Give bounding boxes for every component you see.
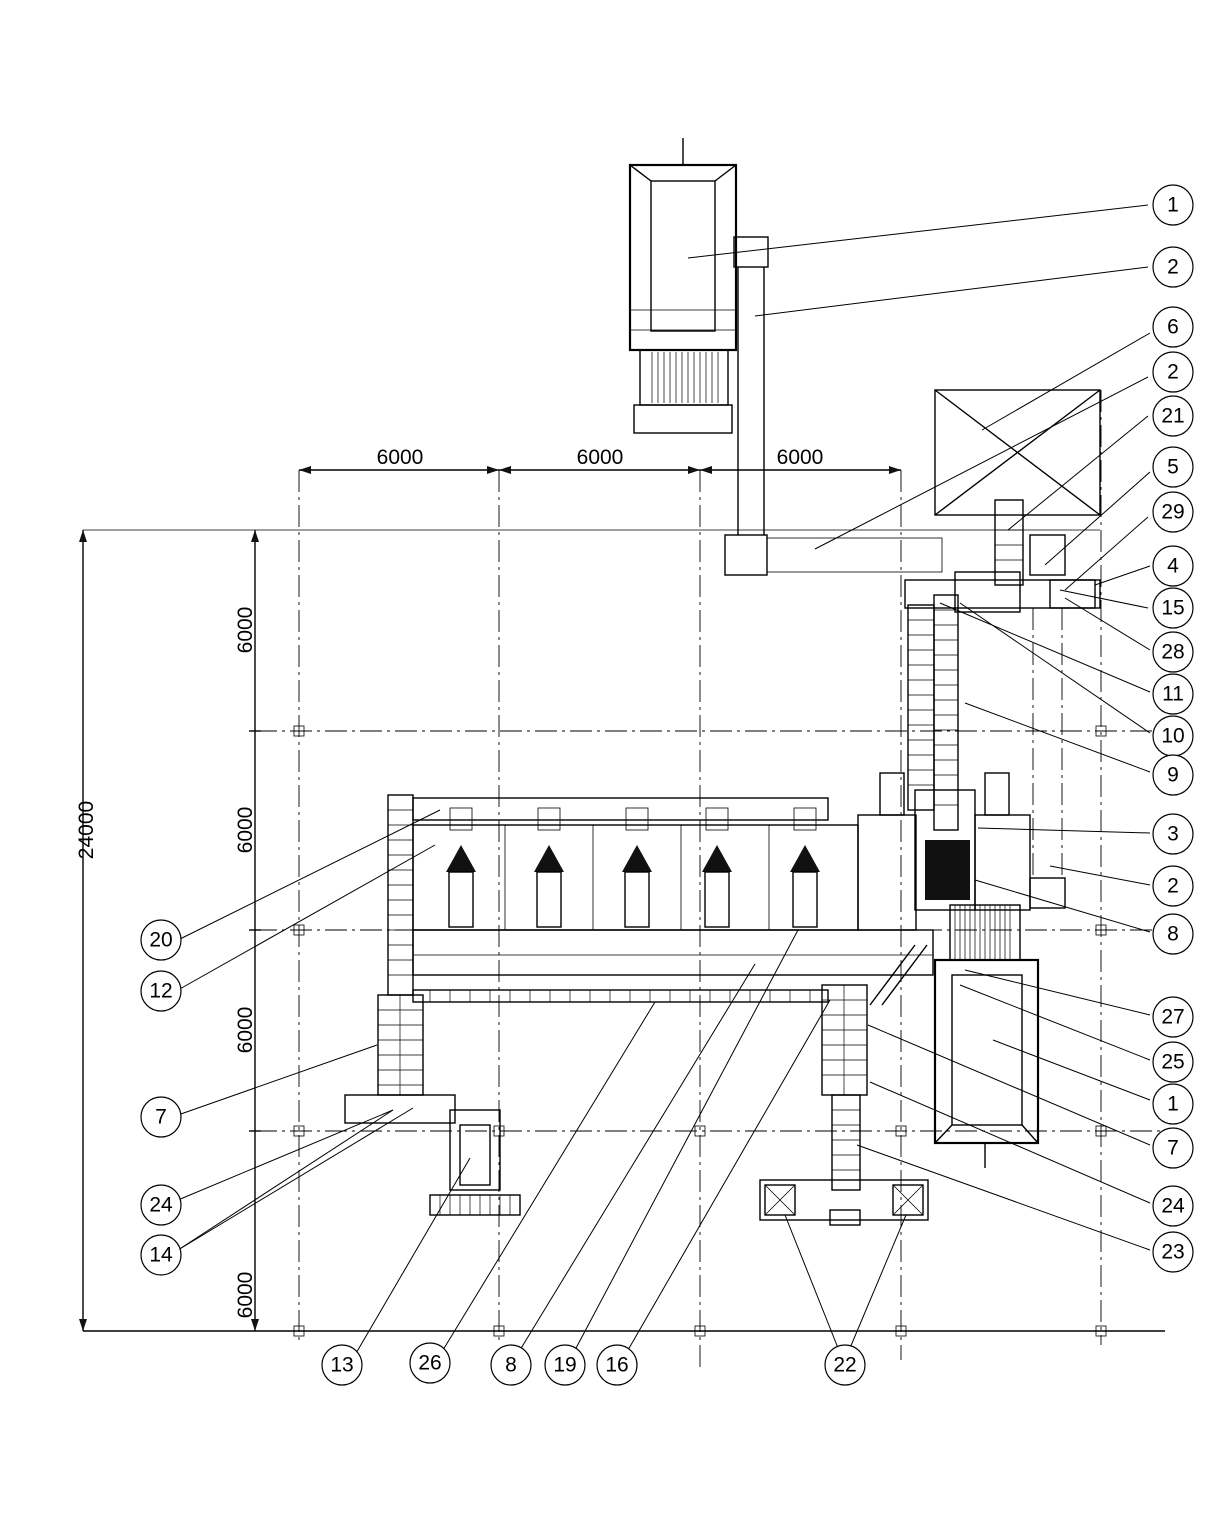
callout-28: 28 xyxy=(1152,631,1194,673)
svg-text:26: 26 xyxy=(418,1352,441,1375)
callout-9: 9 xyxy=(1152,754,1194,796)
callout-24-right: 24 xyxy=(1152,1185,1194,1227)
svg-text:6: 6 xyxy=(1167,316,1179,339)
callout-2-top: 2 xyxy=(1152,246,1194,288)
svg-text:21: 21 xyxy=(1161,405,1184,428)
callout-16: 16 xyxy=(596,1344,638,1386)
svg-text:12: 12 xyxy=(149,980,172,1003)
callout-22: 22 xyxy=(824,1344,866,1386)
leader-lines xyxy=(177,204,1151,1356)
svg-text:7: 7 xyxy=(155,1106,167,1129)
svg-text:2: 2 xyxy=(1167,256,1179,279)
callout-14: 14 xyxy=(140,1234,182,1276)
station-5 xyxy=(790,807,820,928)
middle-packing-unit xyxy=(759,984,929,1226)
callout-2-upper: 2 xyxy=(1152,351,1194,393)
callout-bubbles: 1 2 6 2 21 5 29 4 15 28 11 10 9 3 2 8 27… xyxy=(140,184,1194,1386)
dim-total: 24000 xyxy=(75,801,98,859)
svg-text:8: 8 xyxy=(1167,923,1179,946)
station-3 xyxy=(622,807,652,928)
top-vertical-conveyor xyxy=(724,236,943,576)
dimension-labels: 6000 6000 6000 6000 6000 6000 6000 24000 xyxy=(75,446,823,1318)
callout-26: 26 xyxy=(409,1342,451,1384)
callout-29: 29 xyxy=(1152,491,1194,533)
callout-15: 15 xyxy=(1152,587,1194,629)
callout-4: 4 xyxy=(1152,545,1194,587)
svg-text:1: 1 xyxy=(1167,194,1179,217)
svg-text:29: 29 xyxy=(1161,501,1184,524)
svg-text:28: 28 xyxy=(1161,641,1184,664)
svg-text:8: 8 xyxy=(505,1354,517,1377)
dim-h-2: 6000 xyxy=(577,446,624,469)
svg-text:3: 3 xyxy=(1167,823,1179,846)
callout-7-left: 7 xyxy=(140,1096,182,1138)
central-mechanism xyxy=(857,772,1066,961)
callout-8-bottom: 8 xyxy=(490,1344,532,1386)
upper-right-conveyors xyxy=(904,499,1101,880)
callout-7-right: 7 xyxy=(1152,1127,1194,1169)
svg-text:27: 27 xyxy=(1161,1006,1184,1029)
svg-text:16: 16 xyxy=(605,1354,628,1377)
svg-text:22: 22 xyxy=(833,1354,856,1377)
callout-6: 6 xyxy=(1152,306,1194,348)
dim-h-1: 6000 xyxy=(377,446,424,469)
callout-10: 10 xyxy=(1152,715,1194,757)
svg-text:9: 9 xyxy=(1167,764,1179,787)
svg-text:24: 24 xyxy=(149,1194,173,1217)
dimension-lines xyxy=(79,466,901,1331)
callout-21: 21 xyxy=(1152,395,1194,437)
callout-11: 11 xyxy=(1152,673,1194,715)
dim-h-3: 6000 xyxy=(777,446,824,469)
callout-3: 3 xyxy=(1152,813,1194,855)
storage-box xyxy=(934,389,1101,516)
callout-2-mid: 2 xyxy=(1152,865,1194,907)
callout-25: 25 xyxy=(1152,1041,1194,1083)
svg-text:25: 25 xyxy=(1161,1051,1184,1074)
callout-27: 27 xyxy=(1152,996,1194,1038)
station-4 xyxy=(702,807,732,928)
callout-13: 13 xyxy=(321,1344,363,1386)
lower-right-machine xyxy=(933,958,1040,1168)
svg-text:2: 2 xyxy=(1167,875,1179,898)
callout-20: 20 xyxy=(140,919,182,961)
axis-grid xyxy=(83,390,1165,1370)
dim-v-4: 6000 xyxy=(234,1272,257,1319)
main-production-line xyxy=(387,794,934,1006)
svg-text:1: 1 xyxy=(1167,1093,1179,1116)
svg-text:10: 10 xyxy=(1161,725,1184,748)
callout-19: 19 xyxy=(544,1344,586,1386)
svg-text:4: 4 xyxy=(1167,555,1179,578)
svg-text:15: 15 xyxy=(1161,597,1184,620)
callout-24-left: 24 xyxy=(140,1184,182,1226)
dim-v-2: 6000 xyxy=(234,807,257,854)
svg-text:5: 5 xyxy=(1167,456,1179,479)
svg-text:23: 23 xyxy=(1161,1241,1184,1264)
svg-text:7: 7 xyxy=(1167,1137,1179,1160)
callout-1-lower: 1 xyxy=(1152,1083,1194,1125)
station-1 xyxy=(446,807,476,928)
top-hopper-machine xyxy=(628,138,738,434)
dim-v-3: 6000 xyxy=(234,1007,257,1054)
callout-12: 12 xyxy=(140,970,182,1012)
station-2 xyxy=(534,807,564,928)
svg-text:11: 11 xyxy=(1162,683,1184,706)
left-packing-unit xyxy=(344,994,521,1216)
dim-v-1: 6000 xyxy=(234,607,257,654)
svg-text:2: 2 xyxy=(1167,361,1179,384)
svg-text:19: 19 xyxy=(553,1354,576,1377)
svg-text:13: 13 xyxy=(330,1354,353,1377)
callout-23: 23 xyxy=(1152,1231,1194,1273)
svg-text:14: 14 xyxy=(149,1244,173,1267)
callout-5: 5 xyxy=(1152,446,1194,488)
callout-8-right: 8 xyxy=(1152,913,1194,955)
callout-1-top: 1 xyxy=(1152,184,1194,226)
svg-text:20: 20 xyxy=(149,929,172,952)
svg-text:24: 24 xyxy=(1161,1195,1185,1218)
